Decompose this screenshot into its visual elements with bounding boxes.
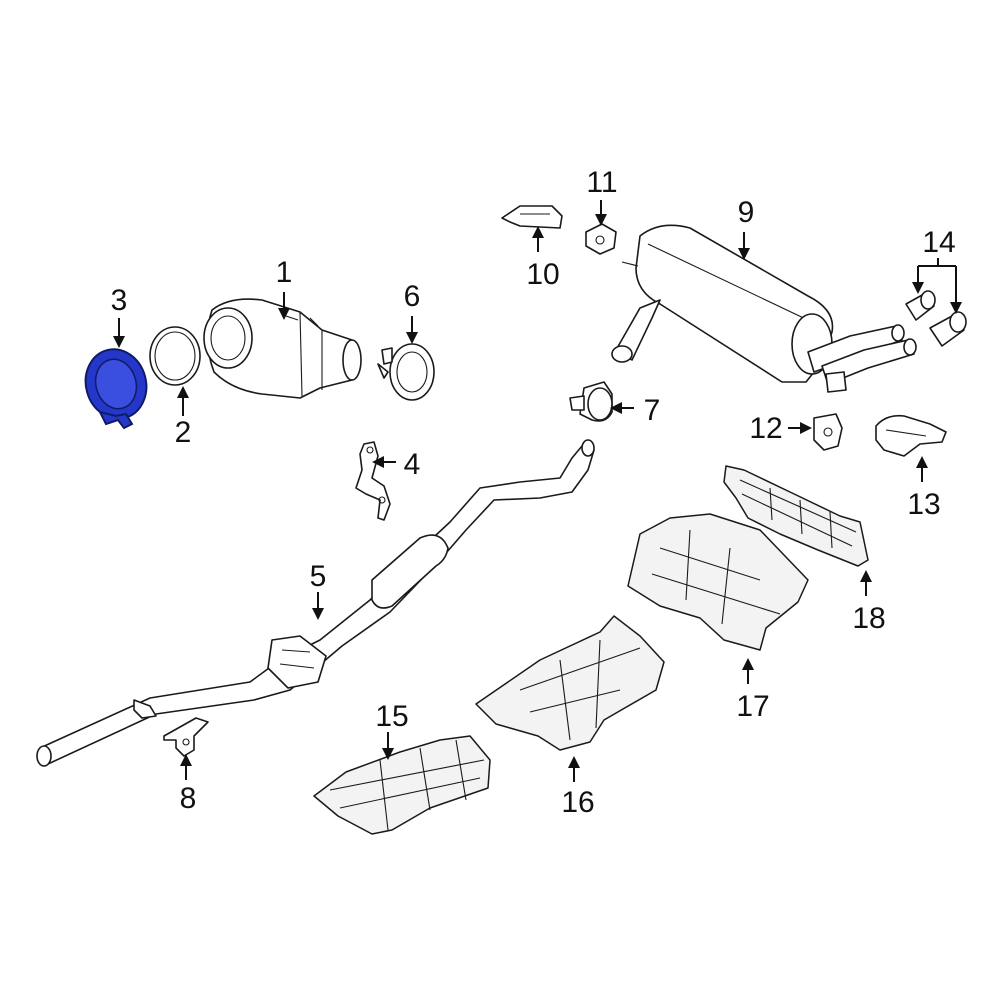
part-3-clamp-highlighted[interactable] xyxy=(78,342,154,430)
part-6-vband-clamp[interactable] xyxy=(377,343,435,401)
part-17-heat-shield[interactable] xyxy=(627,513,809,651)
part-4-bracket[interactable] xyxy=(355,441,391,521)
callout-8[interactable]: 8 xyxy=(180,782,197,815)
callout-13[interactable]: 13 xyxy=(907,488,940,521)
part-16-tunnel-shield[interactable] xyxy=(475,615,665,751)
callout-15[interactable]: 15 xyxy=(375,700,408,733)
leader-lines xyxy=(113,200,962,782)
callout-16[interactable]: 16 xyxy=(561,786,594,819)
callout-7[interactable]: 7 xyxy=(644,394,661,427)
callout-1[interactable]: 1 xyxy=(276,256,293,289)
part-11-hanger[interactable] xyxy=(585,223,617,255)
callout-6[interactable]: 6 xyxy=(404,280,421,313)
callout-10[interactable]: 10 xyxy=(526,258,559,291)
callout-12[interactable]: 12 xyxy=(749,412,782,445)
part-10-bracket[interactable] xyxy=(501,205,563,229)
part-7-rubber-hanger[interactable] xyxy=(569,381,613,422)
callout-3[interactable]: 3 xyxy=(111,284,128,317)
part-12-sensor[interactable] xyxy=(813,413,843,451)
callout-labels: 1 2 3 4 5 6 7 8 9 10 11 12 13 14 15 16 1… xyxy=(111,166,956,819)
part-14-exhaust-tips[interactable] xyxy=(905,290,967,347)
part-9-rear-muffler[interactable] xyxy=(611,224,917,393)
callout-18[interactable]: 18 xyxy=(852,602,885,635)
part-5-center-pipe[interactable] xyxy=(36,439,595,767)
callout-11[interactable]: 11 xyxy=(586,166,617,199)
part-2-gasket[interactable] xyxy=(149,326,201,386)
callout-5[interactable]: 5 xyxy=(310,560,327,593)
callout-2[interactable]: 2 xyxy=(175,416,192,449)
part-18-heat-shield[interactable] xyxy=(723,465,869,567)
part-8-hanger-bracket[interactable] xyxy=(163,717,209,757)
callout-4[interactable]: 4 xyxy=(404,448,421,481)
callout-17[interactable]: 17 xyxy=(736,690,769,723)
part-13-mount[interactable] xyxy=(875,414,947,457)
part-1-catalytic-converter[interactable] xyxy=(203,298,362,399)
callout-14[interactable]: 14 xyxy=(922,226,955,259)
part-15-floor-shield[interactable] xyxy=(313,735,491,835)
callout-9[interactable]: 9 xyxy=(738,196,755,229)
